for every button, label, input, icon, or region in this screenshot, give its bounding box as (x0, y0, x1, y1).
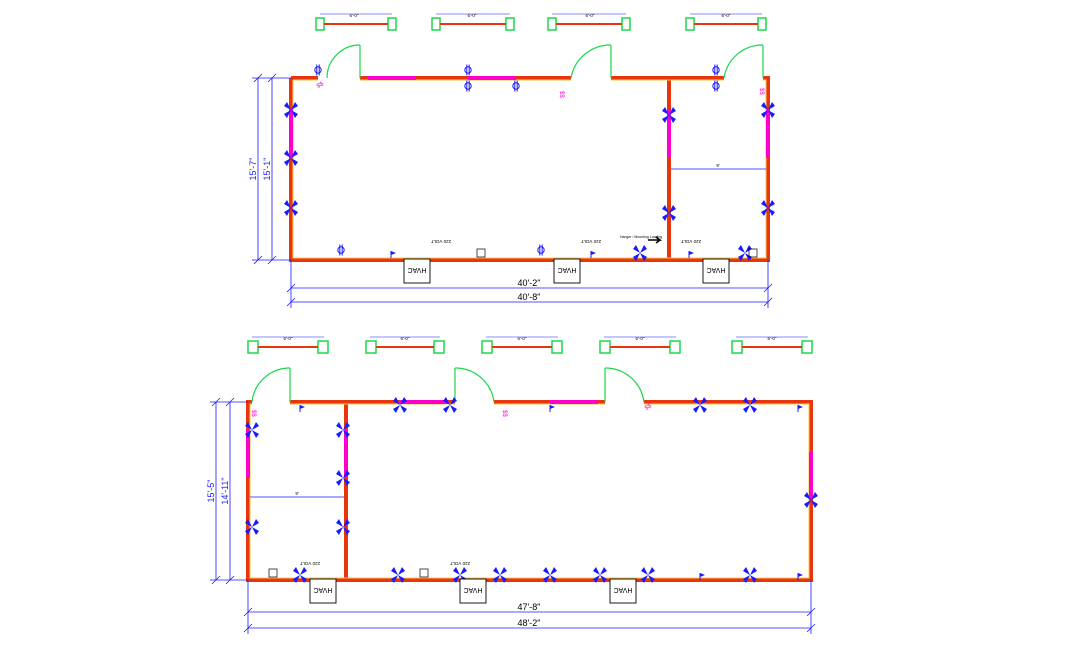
panel-label: 220 VOLT (681, 239, 701, 244)
window-detail-label: 6'-0" (468, 13, 477, 18)
hvac-label: HVAC (707, 266, 726, 273)
dim-height-inner: 14'-11" (220, 477, 230, 504)
dim-height-outer: 15'-7" (248, 158, 258, 181)
outlets (314, 64, 720, 256)
light-fixtures (284, 102, 775, 261)
window-detail-label: 6'-0" (284, 336, 293, 341)
mounting-note-label: Hanger / Mounting Loading (620, 235, 662, 239)
room-dimension-label: 9' (295, 491, 299, 496)
switch-symbol: $$ (558, 91, 564, 98)
hvac-label: HVAC (408, 266, 427, 273)
window-detail-4: 6'-0" (685, 13, 767, 31)
window-detail-label: 6'-0" (401, 336, 410, 341)
panel-label: 220 VOLT (581, 239, 601, 244)
doors (326, 44, 764, 79)
window-detail-2: 6'-0" (365, 336, 445, 354)
window-detail-4: 6'-0" (599, 336, 681, 354)
window-detail-label: 6'-0" (518, 336, 527, 341)
wall-windows (289, 76, 770, 158)
switch-symbol: $$ (501, 410, 507, 417)
hvac-units: HVAC HVAC HVAC (309, 578, 637, 604)
room-dimension: 9' (671, 163, 766, 170)
dim-height-outer: 15'-5" (206, 480, 216, 503)
doors (251, 367, 645, 403)
light-fixtures (245, 397, 818, 583)
dim-width-inner: 40'-2" (518, 278, 541, 288)
switch-symbol: $$ (758, 88, 764, 95)
hvac-label: HVAC (614, 586, 633, 593)
hvac-label: HVAC (558, 266, 577, 273)
window-detail-3: 6'-0" (481, 336, 563, 354)
hvac-units: HVAC HVAC HVAC (403, 258, 730, 284)
window-detail-label: 6'-0" (722, 13, 731, 18)
panel-label: 220 VOLT (450, 561, 470, 566)
switch-symbol: $$ (644, 403, 653, 412)
room-dimension: 9' (250, 491, 344, 498)
window-detail-1: 6'-0" (315, 13, 397, 31)
dim-width-outer: 40'-8" (518, 292, 541, 302)
window-detail-3: 6'-0" (547, 13, 631, 31)
wall-windows (246, 400, 813, 500)
dim-width-outer: 48'-2" (518, 618, 541, 628)
window-detail-2: 6'-0" (431, 13, 515, 31)
panel-label: 220 VOLT (300, 561, 320, 566)
plan-top: 6'-0" 6'-0" 6'-0" 6'-0" (248, 13, 775, 308)
window-detail-label: 6'-0" (586, 13, 595, 18)
flags (299, 404, 804, 581)
window-detail-label: 6'-0" (636, 336, 645, 341)
hvac-label: HVAC (464, 586, 483, 593)
room-dimension-label: 9' (716, 163, 720, 168)
mounting-note: Hanger / Mounting Loading (620, 235, 662, 244)
dim-width-inner: 47'-8" (518, 602, 541, 612)
window-detail-label: 6'-0" (768, 336, 777, 341)
dim-height-inner: 15'-1" (262, 158, 272, 181)
window-detail-label: 6'-0" (350, 13, 359, 18)
switch-symbol: $$ (250, 410, 256, 417)
switch-symbol: $$ (316, 81, 325, 90)
hvac-label: HVAC (314, 586, 333, 593)
plan-bottom: 6'-0" 6'-0" 6'-0" 6'-0" (206, 336, 818, 634)
window-detail-5: 6'-0" (731, 336, 813, 354)
dimension-lines (210, 397, 816, 634)
dimension-lines (252, 73, 773, 308)
window-detail-1: 6'-0" (247, 336, 329, 354)
walls (246, 400, 813, 582)
panel-label: 220 VOLT (431, 239, 451, 244)
